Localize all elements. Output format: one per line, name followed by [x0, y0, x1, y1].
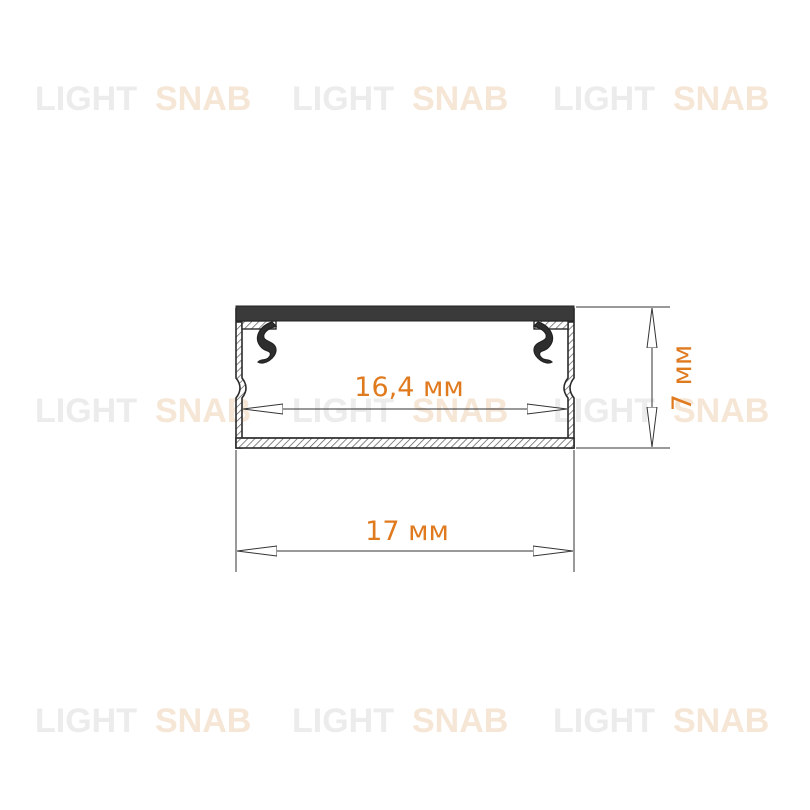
watermark-light-text: LIGHT — [553, 80, 655, 118]
watermark-snab-text: SNAB — [673, 702, 769, 740]
profile-right-lip — [533, 320, 569, 330]
watermark-light-text: LIGHT — [35, 392, 137, 430]
watermark-snab-text: SNAB — [412, 702, 508, 740]
watermark-light-text: LIGHT — [553, 702, 655, 740]
extension-lines — [235, 306, 670, 572]
watermark-snab-text: SNAB — [155, 702, 251, 740]
profile-top-cover — [235, 305, 575, 322]
outer-width-label: 17 мм — [365, 516, 449, 547]
watermark-snab-text: SNAB — [412, 80, 508, 118]
watermark-light-text: LIGHT — [292, 702, 394, 740]
watermark-snab-text: SNAB — [673, 392, 769, 430]
watermark-light-text: LIGHT — [35, 702, 137, 740]
profile-left-wall — [235, 308, 247, 449]
watermarks: LIGHT SNAB LIGHT SNAB LIGHT SNAB LIGHT S… — [35, 80, 769, 740]
watermark-bottom-2: LIGHT SNAB — [292, 702, 508, 740]
profile-bottom-base — [235, 437, 575, 449]
watermark-top-1: LIGHT SNAB — [35, 80, 251, 118]
watermark-light-text: LIGHT — [35, 80, 137, 118]
profile-right-wall — [563, 308, 575, 449]
watermark-bottom-1: LIGHT SNAB — [35, 702, 251, 740]
watermark-top-3: LIGHT SNAB — [553, 80, 769, 118]
watermark-light-text: LIGHT — [292, 80, 394, 118]
watermark-mid-3: LIGHT SNAB — [553, 392, 769, 430]
watermark-bottom-3: LIGHT SNAB — [553, 702, 769, 740]
inner-width-label: 16,4 мм — [354, 372, 463, 403]
profile-left-clip — [257, 321, 278, 364]
profile-left-lip — [241, 320, 277, 330]
watermark-snab-text: SNAB — [673, 80, 769, 118]
profile-right-clip — [532, 321, 553, 364]
watermark-mid-1: LIGHT SNAB — [35, 392, 251, 430]
watermark-snab-text: SNAB — [155, 80, 251, 118]
watermark-top-2: LIGHT SNAB — [292, 80, 508, 118]
height-label: 7 мм — [667, 345, 698, 412]
profile-cross-section — [235, 305, 575, 449]
